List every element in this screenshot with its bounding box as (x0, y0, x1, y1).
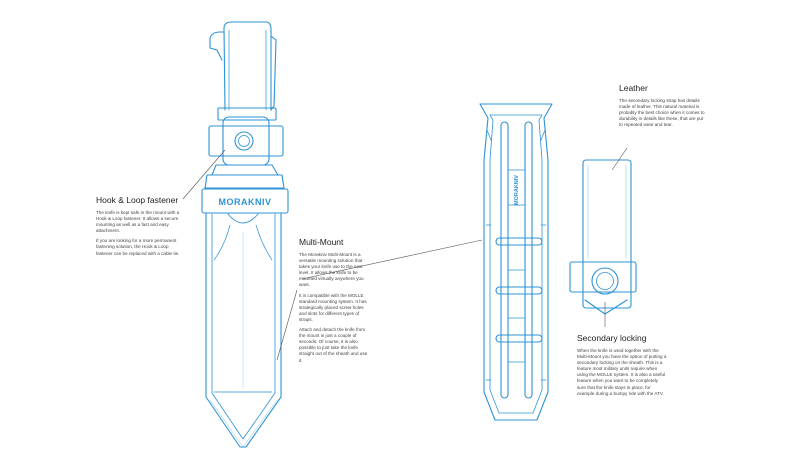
mount-slot-3 (495, 334, 543, 343)
leather-strap (582, 159, 632, 309)
mount-rail-right (524, 121, 533, 399)
locking-snap (591, 267, 619, 295)
sheath-body (205, 213, 282, 448)
callout-multi-mount: Multi-Mount The Morakniv Multi-Mount is … (299, 237, 369, 368)
mount-logo: MORAKNIV (514, 175, 520, 205)
mount-slot-1 (495, 237, 543, 246)
leader-multi-mount-sheath (276, 289, 298, 361)
leader-multi-mount (301, 239, 483, 280)
sheath-logo: MORAKNIV (219, 197, 272, 207)
knife-sheath-illustration (201, 21, 289, 448)
multi-mount-illustration (479, 103, 553, 421)
hook-loop-strap (208, 125, 284, 157)
callout-title: Hook & Loop fastener (96, 195, 179, 205)
callout-paragraph: The Morakniv Multi-Mount is a versatile … (299, 252, 364, 288)
strap-crossbar (569, 261, 637, 293)
secondary-locking-illustration (569, 159, 637, 315)
callout-title: Multi-Mount (299, 237, 344, 247)
handle-collar (217, 107, 277, 121)
mount-rail-left (500, 121, 509, 399)
strap-snap (234, 131, 254, 151)
callout-paragraph: The secondary locking strap has details … (619, 98, 705, 128)
multi-mount-plate (479, 103, 553, 421)
callout-title: Secondary locking (577, 333, 647, 343)
leader-hook-loop (182, 149, 226, 200)
callout-secondary-locking: Secondary locking When the knife is used… (577, 333, 667, 401)
handle-butt (209, 31, 225, 61)
callout-title: Leather (619, 83, 648, 93)
mount-slot-2 (495, 286, 543, 295)
callout-paragraph: When the knife is used together with the… (577, 348, 667, 396)
callout-paragraph: It is compatible with the MOLLE standard… (299, 292, 367, 322)
knife-handle (223, 21, 272, 111)
leader-leather (611, 147, 628, 171)
strap-tip (584, 299, 628, 315)
sheath-logo-band (201, 188, 289, 214)
callout-paragraph: Attach and detach the knife from the mou… (299, 327, 368, 363)
strap-tab (222, 116, 270, 166)
callout-hook-loop-fastener: Hook & Loop fastener The knife is kept s… (96, 195, 184, 261)
sheath-throat (204, 174, 285, 189)
callout-paragraph: The knife is kept safe in the mount with… (96, 210, 180, 234)
callout-leather: Leather The secondary locking strap has … (619, 83, 707, 132)
callout-paragraph: If you are looking for a more permanent … (96, 238, 180, 256)
